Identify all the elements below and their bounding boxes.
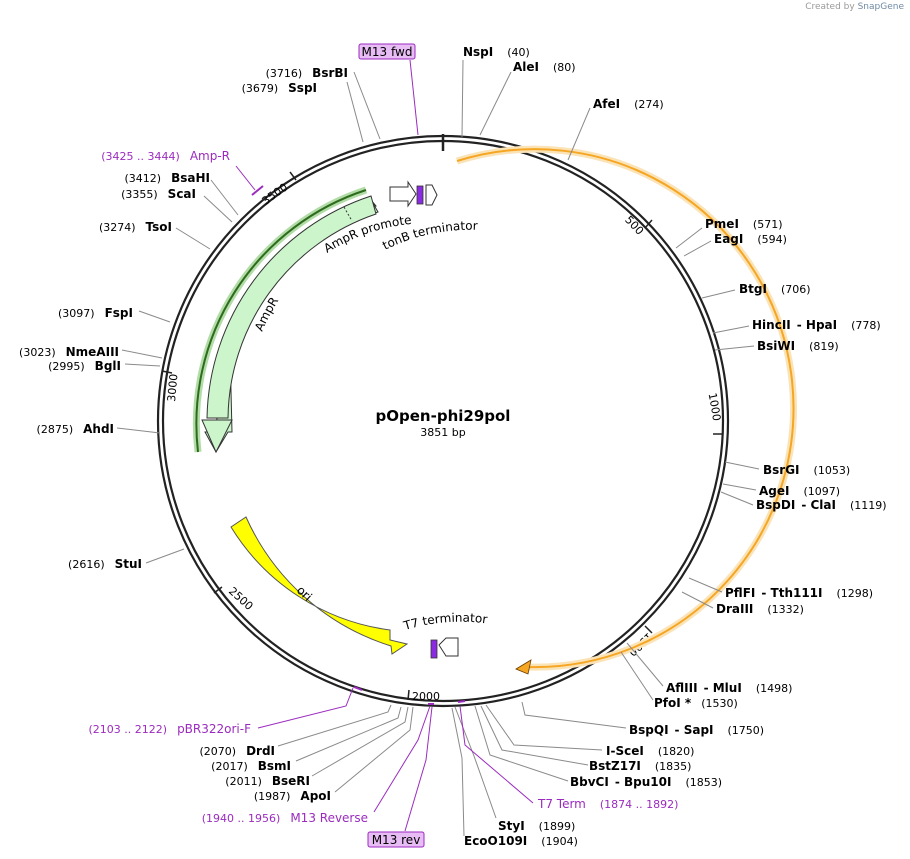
enzyme-label-bgli[interactable]: (2995)BglI [48, 359, 121, 373]
enzyme-label-bsrbi[interactable]: (3716)BsrBI [266, 66, 348, 80]
enzyme-label-bspqi-sapi[interactable]: BspQI- SapI(1750) [629, 723, 764, 737]
plasmid-name: pOpen-phi29pol [376, 407, 511, 425]
m13-fwd-box[interactable] [358, 43, 416, 60]
enzyme-label-i-scei[interactable]: I-SceI(1820) [606, 744, 694, 758]
enzyme-label-stui[interactable]: (2616)StuI [68, 557, 142, 571]
enzyme-label-styi[interactable]: StyI(1899) [498, 819, 575, 833]
t7-terminator-block[interactable] [430, 639, 438, 659]
enzyme-label-nmeaiii[interactable]: (3023)NmeAIII [19, 345, 119, 359]
ampr-arrowhead [201, 419, 233, 454]
tonb-terminator-block[interactable] [416, 185, 424, 205]
enzyme-label-draiii[interactable]: DraIII(1332) [716, 602, 804, 616]
credit-brand: SnapGene [857, 2, 904, 12]
enzyme-label-agei[interactable]: AgeI(1097) [759, 484, 840, 498]
credit-prefix: Created by [805, 2, 855, 12]
enzyme-label-bsmi[interactable]: (2017)BsmI [211, 759, 291, 773]
amp-promoter-boundary [343, 206, 353, 222]
tick-label-3000: 3000 [165, 373, 180, 402]
enzyme-label-sspi[interactable]: (3679)SspI [242, 81, 317, 95]
primer-label-amp-r[interactable]: (3425 .. 3444)Amp-R [101, 149, 230, 163]
cds-arc[interactable] [456, 148, 795, 669]
primer-leaders [235, 59, 534, 832]
enzyme-label-pflfi-tth111i[interactable]: PflFI- Tth111I(1298) [725, 586, 873, 600]
enzyme-label-hincii-hpai[interactable]: HincII- HpaI(778) [752, 318, 881, 332]
primer-binding-marks [251, 185, 466, 705]
enzyme-label-bbvci-bpu10i[interactable]: BbvCI- Bpu10I(1853) [570, 775, 722, 789]
amp-outline [195, 189, 367, 453]
tonb-left-arrow [389, 180, 417, 208]
tick-label-2500: 2500 [226, 585, 256, 613]
enzyme-label-tsoi[interactable]: (3274)TsoI [99, 220, 172, 234]
enzyme-label-apoi[interactable]: (1987)ApoI [254, 789, 331, 803]
enzyme-label-bsiwi[interactable]: BsiWI(819) [757, 339, 839, 353]
enzyme-label-ecoo109i[interactable]: EcoO109I(1904) [464, 834, 578, 848]
enzyme-label-afliii-mlui[interactable]: AflIII- MluI(1498) [666, 681, 792, 695]
enzyme-label-btgi[interactable]: BtgI(706) [739, 282, 811, 296]
enzyme-label-ahdi[interactable]: (2875)AhdI [37, 422, 114, 436]
tick-label-2000: 2000 [412, 690, 440, 703]
primer-label-m13-reverse[interactable]: (1940 .. 1956)M13 Reverse [202, 811, 368, 825]
ampr-body[interactable] [206, 195, 377, 419]
primer-label-pbr322ori-f[interactable]: (2103 .. 2122)pBR322ori-F [89, 722, 252, 736]
enzyme-leaders [116, 59, 760, 837]
m13-rev-box[interactable] [367, 831, 425, 848]
enzyme-label-drdi[interactable]: (2070)DrdI [199, 744, 275, 758]
primer-label-t7-term[interactable]: T7 Term(1874 .. 1892) [537, 797, 678, 811]
enzyme-label-bstz17i[interactable]: BstZ17I(1835) [589, 759, 691, 773]
enzyme-label-pmei[interactable]: PmeI(571) [705, 217, 783, 231]
m13-rev-label: M13 rev [372, 833, 421, 847]
tonb-right-arrow [425, 184, 438, 206]
enzyme-label-afei[interactable]: AfeI(274) [593, 97, 664, 111]
enzyme-label-eagi[interactable]: EagI(594) [714, 232, 787, 246]
enzyme-label-bspdi-clai[interactable]: BspDI- ClaI(1119) [756, 498, 887, 512]
ori-label: ori [294, 583, 315, 604]
enzyme-label-pfoi[interactable]: PfoI *(1530) [654, 696, 738, 710]
cds-arrowhead [515, 659, 532, 675]
tick-marks [161, 171, 723, 701]
t7-terminator-label: T7 terminator [401, 611, 488, 633]
enzyme-label-bsahi[interactable]: (3412)BsaHI [125, 171, 210, 185]
enzyme-label-fspi[interactable]: (3097)FspI [58, 306, 133, 320]
enzyme-label-bsrgi[interactable]: BsrGI(1053) [763, 463, 850, 477]
t7-terminator-arrow [438, 637, 459, 657]
enzyme-label-scai[interactable]: (3355)ScaI [121, 187, 196, 201]
enzyme-label-bseri[interactable]: (2011)BseRI [225, 774, 310, 788]
m13-fwd-label: M13 fwd [362, 45, 413, 59]
plasmid-size: 3851 bp [420, 426, 465, 439]
snapgene-credit: Created by SnapGene [805, 2, 904, 12]
ori-arrow[interactable] [230, 516, 409, 655]
tick-label-1000: 1000 [705, 392, 723, 422]
enzyme-label-alei[interactable]: AleI(80) [513, 60, 576, 74]
enzyme-label-nspi[interactable]: NspI(40) [463, 45, 530, 59]
tick-label-3500: 3500 [260, 181, 291, 208]
